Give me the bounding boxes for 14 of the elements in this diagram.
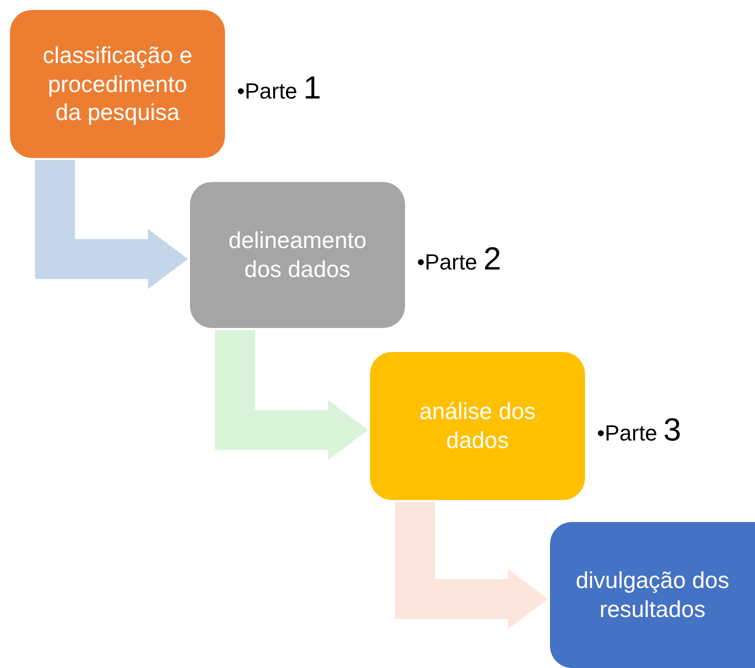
bent-arrow bbox=[215, 330, 368, 460]
process-box bbox=[190, 182, 405, 328]
step-label: classificação e procedimento da pesquisa bbox=[42, 40, 194, 128]
process-box bbox=[10, 10, 225, 158]
part-label: •Parte 1 bbox=[237, 70, 322, 106]
bent-arrow bbox=[35, 160, 188, 289]
step-label: delineamento dos dados bbox=[227, 226, 368, 284]
part-label: •Parte 3 bbox=[597, 412, 682, 448]
bent-arrow bbox=[395, 502, 548, 629]
step-label: análise dos dados bbox=[418, 397, 537, 455]
process-box bbox=[550, 522, 755, 668]
process-box bbox=[370, 352, 585, 500]
step-label: divulgação dos resultados bbox=[574, 566, 730, 624]
part-label: •Parte 2 bbox=[417, 240, 502, 278]
